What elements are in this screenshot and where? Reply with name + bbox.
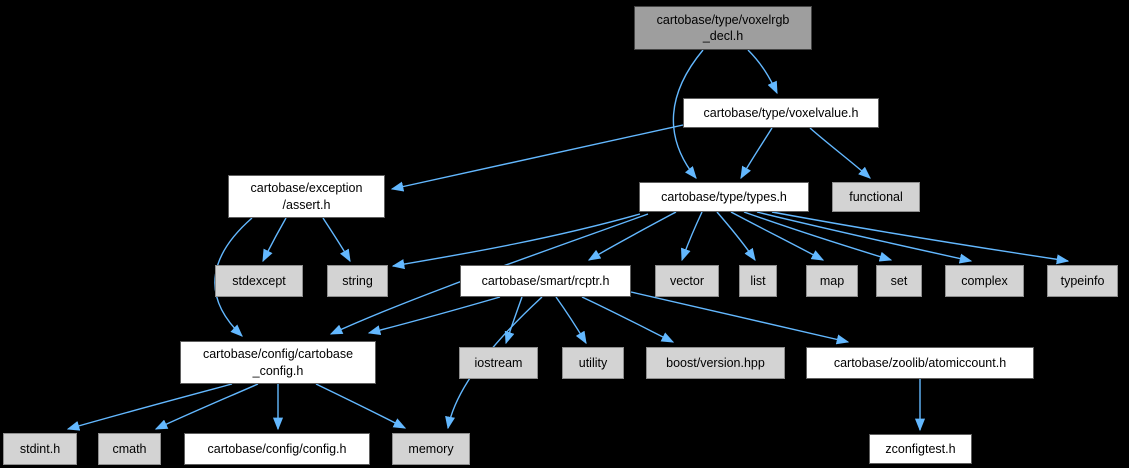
edge-types-to-complex <box>756 211 973 264</box>
node-string: string <box>327 265 388 297</box>
edge-assert-to-string <box>322 217 351 263</box>
node-types[interactable]: cartobase/type/types.h <box>639 182 809 212</box>
node-zconfigtest[interactable]: zconfigtest.h <box>869 434 972 464</box>
edge-types-to-rcptr <box>587 211 677 261</box>
edge-types-to-set <box>743 211 893 262</box>
node-complex: complex <box>945 265 1024 297</box>
edge-voxelrgb-decl-to-voxelvalue <box>747 49 778 95</box>
edge-cartobase-config-to-cmath <box>154 383 259 430</box>
edge-types-to-string <box>391 213 641 270</box>
node-functional: functional <box>832 182 920 212</box>
node-assert[interactable]: cartobase/exception /assert.h <box>228 175 385 218</box>
node-iostream: iostream <box>459 347 538 379</box>
edge-types-to-list <box>716 211 756 262</box>
edge-voxelrgb-decl-to-types <box>672 49 704 179</box>
node-atomiccount[interactable]: cartobase/zoolib/atomiccount.h <box>806 347 1034 379</box>
node-map: map <box>806 265 858 297</box>
edge-voxelvalue-to-types <box>740 127 773 180</box>
edge-assert-to-stdexcept <box>262 217 287 263</box>
node-set: set <box>876 265 922 297</box>
node-boost-version: boost/version.hpp <box>646 347 785 379</box>
edge-rcptr-to-boost-version <box>581 296 675 343</box>
edge-types-to-typeinfo <box>771 211 1070 265</box>
edge-rcptr-to-utility <box>555 296 587 345</box>
node-cmath: cmath <box>98 433 161 465</box>
edge-voxelvalue-to-assert <box>390 124 684 192</box>
node-config[interactable]: cartobase/config/config.h <box>184 433 370 465</box>
edge-cartobase-config-to-stdint <box>66 383 233 431</box>
node-memory: memory <box>392 433 470 465</box>
node-cartobase-config[interactable]: cartobase/config/cartobase _config.h <box>180 341 376 384</box>
node-voxelrgb-decl: cartobase/type/voxelrgb _decl.h <box>634 6 812 50</box>
node-voxelvalue[interactable]: cartobase/type/voxelvalue.h <box>683 98 879 128</box>
node-utility: utility <box>562 347 624 379</box>
edge-rcptr-to-atomiccount <box>630 291 850 345</box>
node-list: list <box>739 265 777 297</box>
edge-voxelvalue-to-functional <box>809 127 871 179</box>
node-stdint: stdint.h <box>3 433 77 465</box>
edge-types-to-vector <box>681 211 703 262</box>
node-vector: vector <box>655 265 719 297</box>
node-rcptr[interactable]: cartobase/smart/rcptr.h <box>460 265 631 297</box>
edge-cartobase-config-to-memory <box>315 383 407 429</box>
node-typeinfo: typeinfo <box>1047 265 1118 297</box>
edge-rcptr-to-cartobase-config <box>367 296 501 336</box>
edge-rcptr-to-iostream <box>504 296 523 345</box>
edge-types-to-map <box>730 211 825 261</box>
node-stdexcept: stdexcept <box>215 265 303 297</box>
